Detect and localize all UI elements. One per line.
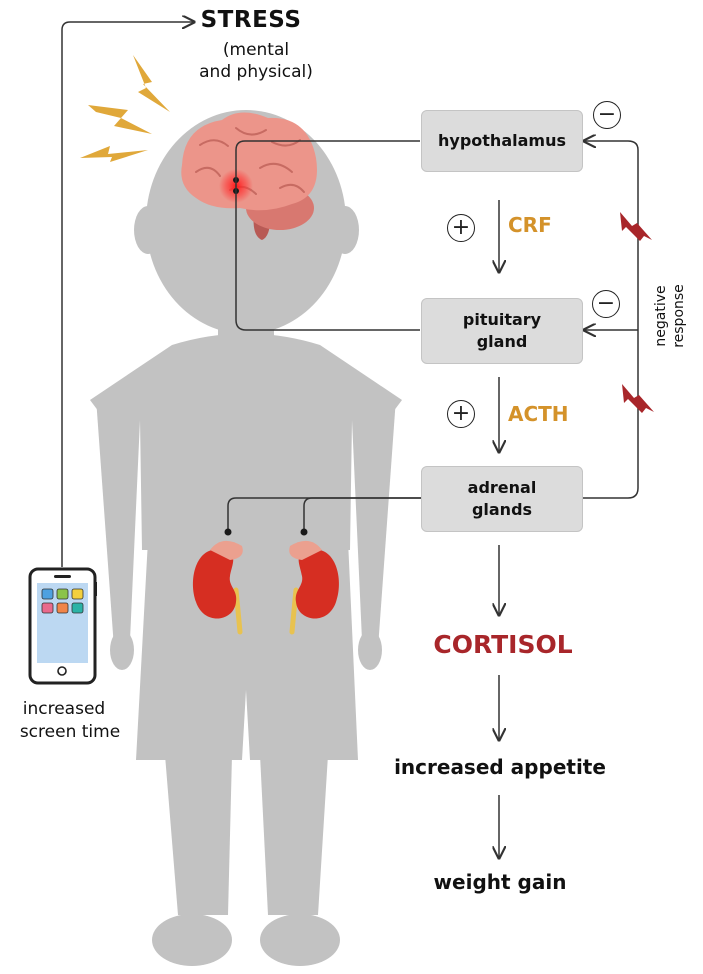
minus-sign-pituitary: − [592,290,620,318]
left-kidney-dot [224,528,232,536]
adrenal-label-line2: glands [471,500,533,519]
pituitary-gland-box: pituitary gland [421,298,583,364]
left-kidney-icon [193,540,243,635]
adrenal-label-line1: adrenal [467,478,537,497]
stress-subtitle-line2: and physical) [199,62,313,82]
cortisol-label: CORTISOL [433,630,573,659]
phone-to-stress-arrow [61,22,194,567]
smartphone-icon [28,567,97,685]
plus-sign-crf: + [447,214,475,242]
negative-response-line1: negative [653,285,669,347]
screen-time-label-line1: increased [22,699,106,719]
acth-label: ACTH [508,402,569,426]
adrenal-to-left-kidney-line [227,497,421,530]
adrenal-to-right-kidney-line [303,497,421,530]
pituitary-label-line1: pituitary [462,310,542,329]
adrenal-glands-box: adrenal glands [421,466,583,532]
feedback-line [582,141,639,499]
screen-time-label-line2: screen time [19,722,121,742]
hypothalamus-box: hypothalamus [421,110,583,172]
stress-title: STRESS [200,7,302,33]
right-kidney-dot [300,528,308,536]
weight-gain-label: weight gain [433,870,567,894]
right-kidney-icon [289,540,339,635]
feedback-bolt-icon-upper [620,212,652,241]
hypothalamus-label: hypothalamus [438,131,566,150]
crf-label: CRF [508,213,552,237]
child-silhouette [90,110,402,966]
feedback-bolt-icon-lower [622,384,654,413]
stress-subtitle-line1: (mental [222,40,290,60]
plus-sign-acth: + [447,400,475,428]
minus-sign-hypothalamus: − [593,101,621,129]
brain-loop-connector [235,140,420,331]
increased-appetite-label: increased appetite [394,755,606,779]
pituitary-label-line2: gland [476,332,528,351]
stress-lightning-icon [80,55,170,162]
negative-response-line2: response [671,284,687,348]
